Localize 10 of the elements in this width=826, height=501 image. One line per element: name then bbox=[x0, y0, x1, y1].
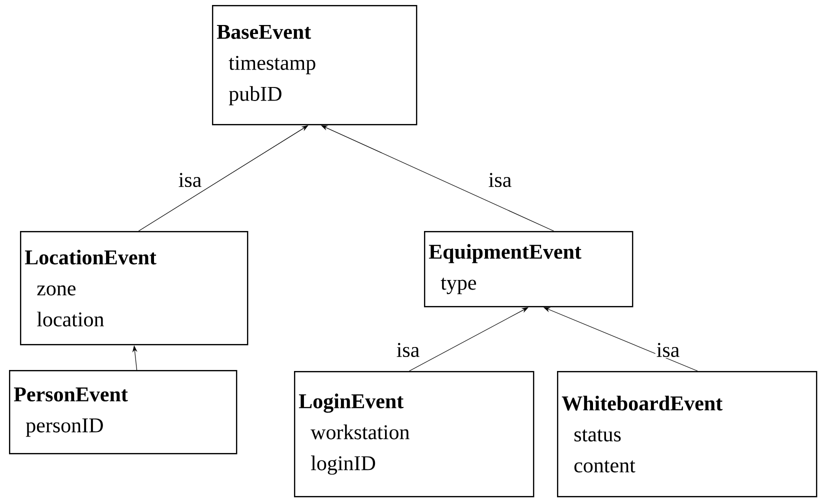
class-box: EquipmentEvent type bbox=[424, 231, 634, 308]
edge-label: isa bbox=[177, 172, 203, 188]
class-box: WhiteboardEvent status content bbox=[557, 371, 818, 498]
edge-label: isa bbox=[487, 172, 513, 188]
class-box: PersonEvent personID bbox=[9, 370, 238, 454]
class-box: LoginEvent workstation loginID bbox=[294, 371, 534, 498]
edge-label: isa bbox=[395, 342, 421, 358]
class-box: LocationEvent zone location bbox=[20, 231, 248, 346]
class-box: BaseEvent timestamp pubID bbox=[212, 5, 418, 126]
edge-label: isa bbox=[655, 342, 681, 358]
